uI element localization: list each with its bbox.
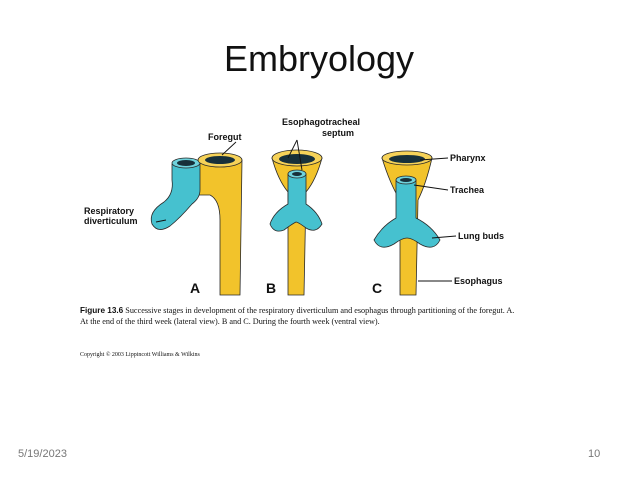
panel-a-drawing [150, 152, 243, 296]
label-pharynx: Pharynx [450, 153, 486, 163]
panel-letter-b: B [266, 280, 277, 296]
label-trachea: Trachea [450, 185, 485, 195]
trachea-leader [413, 184, 449, 191]
panel-c-trachea-shape [373, 176, 441, 248]
panel-letter-c: C [372, 280, 383, 296]
panel-b-foregut-lumen [279, 154, 315, 164]
foregut-diagram: .fg { fill: #f2c32b; stroke: #2a2a2a; st… [150, 139, 457, 296]
embryology-figure: .fg { fill: #f2c32b; stroke: #2a2a2a; st… [60, 100, 540, 305]
label-septum-line1: Esophagotracheal [282, 117, 361, 127]
label-foregut: Foregut [208, 132, 242, 142]
panel-c-drawing [373, 150, 441, 296]
copyright-notice: Copyright © 2003 Lippincott Williams & W… [80, 352, 200, 358]
label-respiratory-line2: diverticulum [84, 216, 138, 226]
label-septum-line2: septum [322, 128, 355, 138]
panel-a-diverticulum-shape [150, 158, 201, 230]
label-esophagus: Esophagus [454, 276, 503, 286]
panel-b-diverticulum-lumen [292, 172, 302, 176]
figure-caption: Figure 13.6 Successive stages in develop… [80, 306, 520, 327]
lung-buds-leader [431, 235, 457, 239]
panel-a-diverticulum-lumen [177, 160, 195, 166]
label-respiratory-line1: Respiratory [84, 206, 135, 216]
panel-c-trachea-lumen [400, 178, 412, 182]
panel-letter-a: A [190, 280, 201, 296]
leader-lines [155, 139, 457, 282]
panel-a-foregut-lumen [205, 156, 235, 164]
panel-b-drawing [269, 149, 323, 296]
septum-leader-2 [296, 139, 303, 171]
panel-c-foregut-lumen [389, 155, 425, 163]
panel-b-diverticulum-shape [269, 170, 323, 232]
caption-figure-number: Figure 13.6 [80, 306, 124, 315]
respiratory-leader [155, 219, 167, 223]
slide-title: Embryology [223, 38, 415, 79]
label-lung-buds: Lung buds [458, 231, 504, 241]
septum-leader-1 [287, 139, 298, 159]
panel-a-foregut-shape [197, 154, 243, 296]
footer-page-number: 10 [588, 448, 601, 460]
pharynx-leader [419, 157, 449, 161]
caption-text: Successive stages in development of the … [80, 306, 515, 326]
footer-date: 5/19/2023 [18, 448, 67, 460]
foregut-leader [221, 141, 237, 156]
